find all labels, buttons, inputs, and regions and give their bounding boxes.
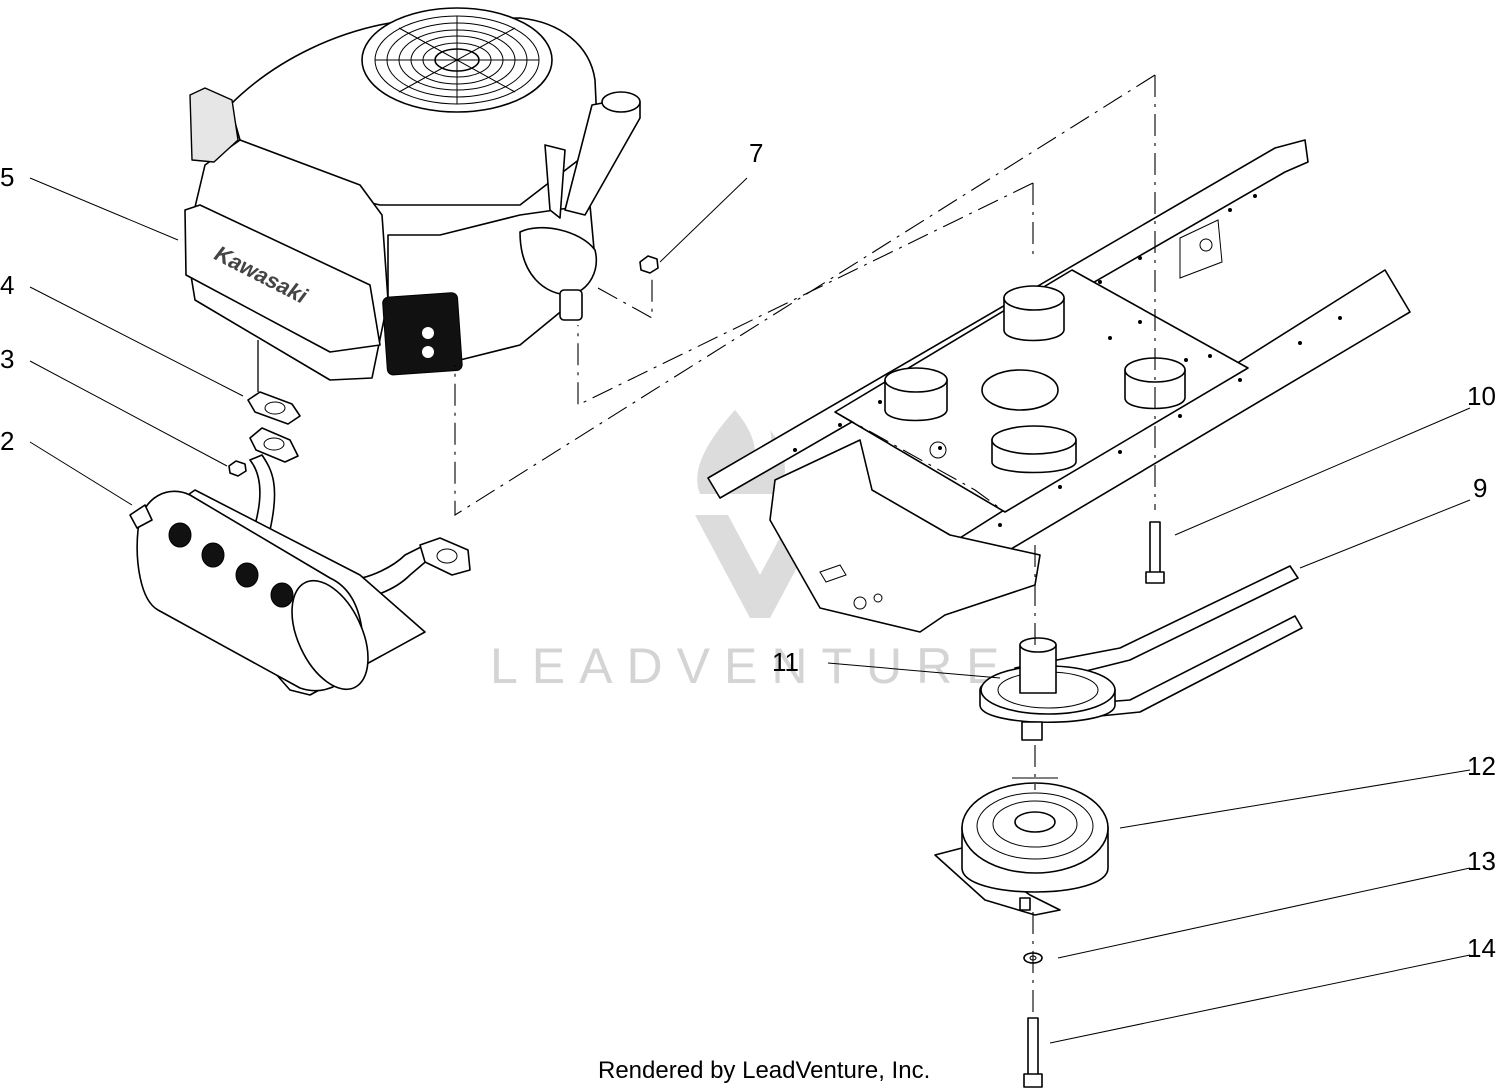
callout-2: 2 — [0, 426, 14, 456]
clutch-bolt — [1023, 1017, 1043, 1088]
callout-14: 14 — [1467, 933, 1496, 963]
chassis-frame — [707, 139, 1411, 633]
callout-9: 9 — [1473, 473, 1487, 503]
engine: Kawasaki — [184, 7, 641, 392]
engine-mount-isolators — [884, 285, 1186, 474]
callout-7: 7 — [749, 138, 763, 168]
callout-3: 3 — [0, 344, 14, 374]
callout-12: 12 — [1467, 751, 1496, 781]
callout-5: 5 — [0, 162, 14, 192]
pto-clutch — [934, 777, 1109, 916]
assembly-lines — [454, 74, 1156, 1018]
muffler — [129, 454, 471, 696]
exhaust-flange — [249, 427, 299, 463]
footer-credit: Rendered by LeadVenture, Inc. — [598, 1057, 930, 1084]
exhaust-nut-icon — [228, 460, 247, 477]
engine-fan-grille — [361, 7, 553, 113]
callout-13: 13 — [1467, 846, 1496, 876]
exhaust-gasket — [247, 391, 301, 425]
engine-mount-nut-icon — [639, 255, 659, 274]
engine-mount-bolt — [1145, 521, 1165, 584]
leader-lines — [29, 177, 1471, 1044]
callouts: 5 4 3 2 7 10 9 11 12 13 14 — [0, 138, 1496, 963]
engine-pulley — [979, 637, 1116, 741]
callout-4: 4 — [0, 270, 14, 300]
callout-11: 11 — [772, 647, 799, 677]
watermark-text: LEADVENTURE — [490, 638, 1014, 694]
callout-10: 10 — [1467, 381, 1496, 411]
